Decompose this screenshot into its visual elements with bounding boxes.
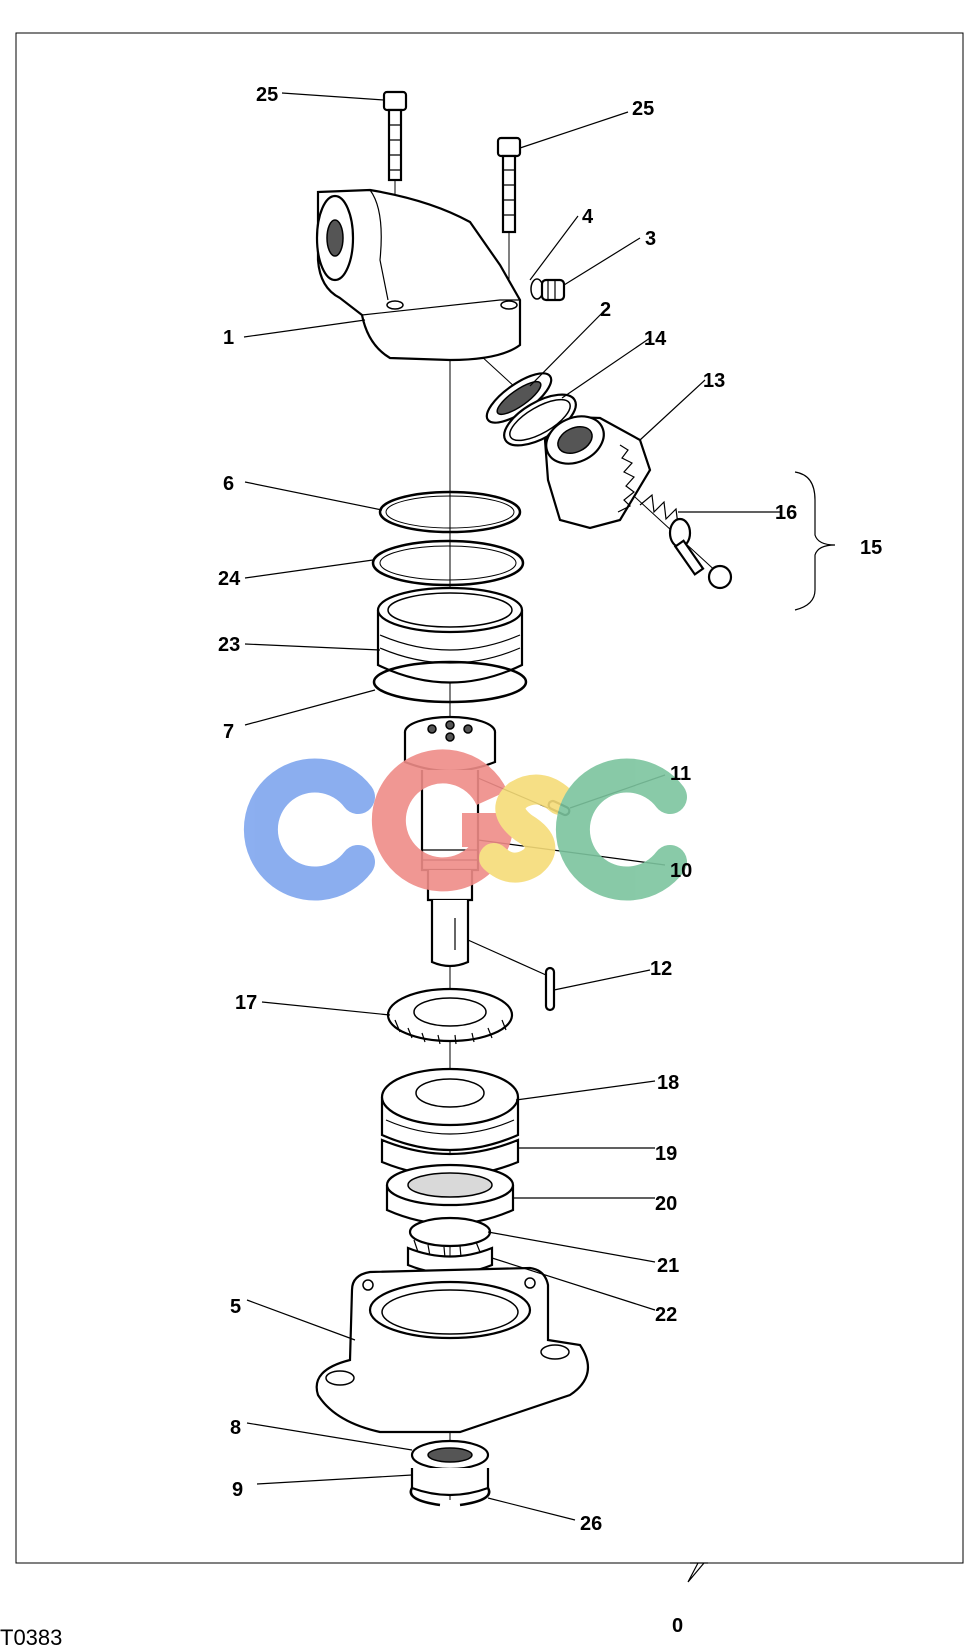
callout-4: 4 (582, 206, 594, 228)
callout-14: 14 (644, 328, 667, 350)
ring-part-7 (372, 660, 528, 704)
callout-23: 23 (218, 634, 240, 656)
callout-25a: 25 (256, 84, 278, 106)
ring-part-24 (371, 539, 525, 587)
callout-24: 24 (218, 568, 241, 590)
callout-18: 18 (657, 1072, 679, 1094)
watermark-g (371, 749, 517, 892)
callout-8: 8 (230, 1417, 241, 1439)
gear-part-17 (386, 987, 514, 1045)
callout-5: 5 (230, 1296, 241, 1318)
page-marker: 0 (672, 1615, 683, 1637)
o-ring-part-6 (378, 490, 522, 534)
plug-part-3 (530, 278, 566, 302)
callout-13: 13 (703, 370, 725, 392)
callout-15: 15 (860, 537, 882, 559)
piston-part-15 (668, 517, 733, 590)
callout-22: 22 (655, 1304, 677, 1326)
callout-20: 20 (655, 1193, 677, 1215)
watermark-c2 (555, 758, 687, 901)
circlip-part-26 (409, 1487, 491, 1507)
cylinder-part-13 (543, 415, 652, 530)
bolt-25-right (496, 136, 522, 305)
spring-part-16 (639, 493, 679, 526)
callout-labels: 25 25 4 3 1 2 14 13 6 16 15 24 23 7 11 1… (218, 84, 882, 1535)
callout-3: 3 (645, 228, 656, 250)
sleeve-part-23 (376, 586, 524, 684)
callout-10: 10 (670, 860, 692, 882)
callout-21: 21 (657, 1255, 679, 1277)
watermark-c1 (243, 758, 375, 901)
callout-19: 19 (655, 1143, 677, 1165)
callout-17: 17 (235, 992, 257, 1014)
housing-part-1 (315, 188, 522, 362)
diagram-frame (15, 32, 964, 1564)
bearing-part-20 (385, 1163, 515, 1226)
callout-26: 26 (580, 1513, 602, 1535)
callout-12: 12 (650, 958, 672, 980)
leader-lines (243, 92, 780, 1521)
callout-6: 6 (223, 473, 234, 495)
callout-1: 1 (223, 327, 234, 349)
callout-25b: 25 (632, 98, 654, 120)
watermark (243, 749, 687, 901)
pin-part-12 (467, 939, 556, 1012)
bearing-part-18 (380, 1067, 520, 1152)
bracket-15 (794, 471, 836, 611)
frame-break-mark (687, 1562, 708, 1583)
flange-housing-part-5 (315, 1266, 590, 1434)
watermark-s (479, 774, 575, 883)
ring-part-14 (503, 393, 577, 447)
callout-7: 7 (223, 721, 234, 743)
ring-part-9 (410, 1468, 490, 1497)
figure-code: T0383 (0, 1625, 62, 1650)
plate-part-2 (485, 372, 553, 424)
callout-11: 11 (670, 763, 691, 785)
callout-9: 9 (232, 1479, 243, 1501)
callout-16: 16 (775, 502, 797, 524)
callout-2: 2 (600, 299, 611, 321)
seal-part-8 (410, 1439, 490, 1471)
